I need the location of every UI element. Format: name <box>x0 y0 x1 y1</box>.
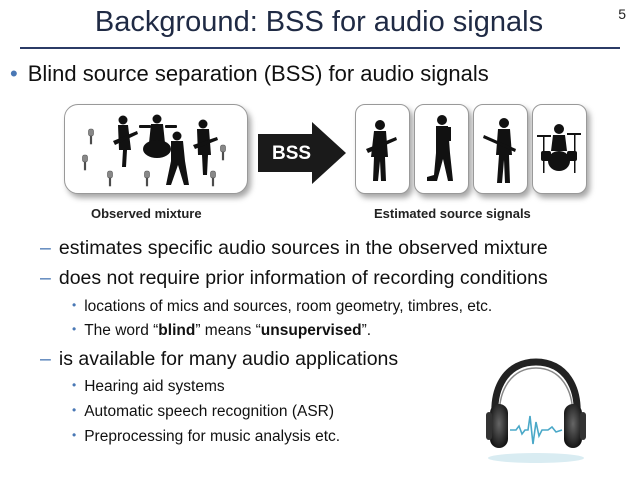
sub-bullet: • Preprocessing for music analysis etc. <box>72 428 340 446</box>
dash-item-text: does not require prior information of re… <box>58 267 548 289</box>
slide-number: 5 <box>618 6 626 22</box>
caption-estimated-sources: Estimated source signals <box>374 206 531 221</box>
sub-bullet-dot: • <box>72 322 77 336</box>
sub-bullet-text: Automatic speech recognition (ASR) <box>84 403 335 420</box>
observed-mixture-image <box>64 104 248 194</box>
main-bullet-text: Blind source separation (BSS) for audio … <box>27 61 489 86</box>
bss-arrow-icon <box>258 122 346 184</box>
guitarist-silhouette-icon <box>366 120 397 181</box>
bassist-silhouette-icon <box>483 118 516 183</box>
blind-suffix: ”. <box>361 322 372 339</box>
dash-item: –does not require prior information of r… <box>40 267 548 290</box>
sub-bullet-dot: • <box>72 403 77 417</box>
sub-bullet-dot: • <box>72 378 77 392</box>
singer-silhouette-icon <box>427 115 453 181</box>
source-guitarist-image <box>355 104 410 194</box>
sub-bullet-text: locations of mics and sources, room geom… <box>84 298 493 315</box>
title-divider <box>20 47 620 49</box>
drummer-silhouette-icon <box>537 124 581 173</box>
main-bullet: • Blind source separation (BSS) for audio… <box>10 61 489 87</box>
unsupervised-word: unsupervised <box>260 322 362 339</box>
blind-word: blind <box>158 322 196 339</box>
sub-bullet: • Hearing aid systems <box>72 378 225 396</box>
sub-bullet: • Automatic speech recognition (ASR) <box>72 403 334 421</box>
sub-bullet-dot: • <box>72 298 77 312</box>
bullet-dot: • <box>10 61 18 86</box>
sub-bullet-text: Preprocessing for music analysis etc. <box>84 428 341 445</box>
blind-prefix: The word “ <box>84 322 159 339</box>
source-bassist-image <box>473 104 528 194</box>
dash-item-text: estimates specific audio sources in the … <box>58 237 548 259</box>
headphones-icon <box>486 358 586 463</box>
dash-item-text: is available for many audio applications <box>58 348 399 370</box>
sub-bullet-dot: • <box>72 428 77 442</box>
dash-marker: – <box>40 237 51 259</box>
microphone-icons <box>82 128 226 187</box>
dash-item: –is available for many audio application… <box>40 348 398 371</box>
blind-middle: ” means “ <box>195 322 261 339</box>
sub-bullet-text: Hearing aid systems <box>84 378 225 395</box>
slide-title: Background: BSS for audio signals <box>94 6 544 38</box>
sub-bullet: • locations of mics and sources, room geo… <box>72 298 492 316</box>
dash-item: –estimates specific audio sources in the… <box>40 237 548 260</box>
dash-marker: – <box>40 348 51 370</box>
bss-arrow-label: BSS <box>272 143 312 164</box>
source-drummer-image <box>532 104 587 194</box>
caption-observed-mixture: Observed mixture <box>91 206 202 221</box>
band-silhouettes <box>113 114 218 185</box>
sub-bullet: • The word “blind” means “unsupervised”. <box>72 322 371 340</box>
dash-marker: – <box>40 267 51 289</box>
band-with-mics-illustration <box>82 114 226 187</box>
source-singer-image <box>414 104 469 194</box>
